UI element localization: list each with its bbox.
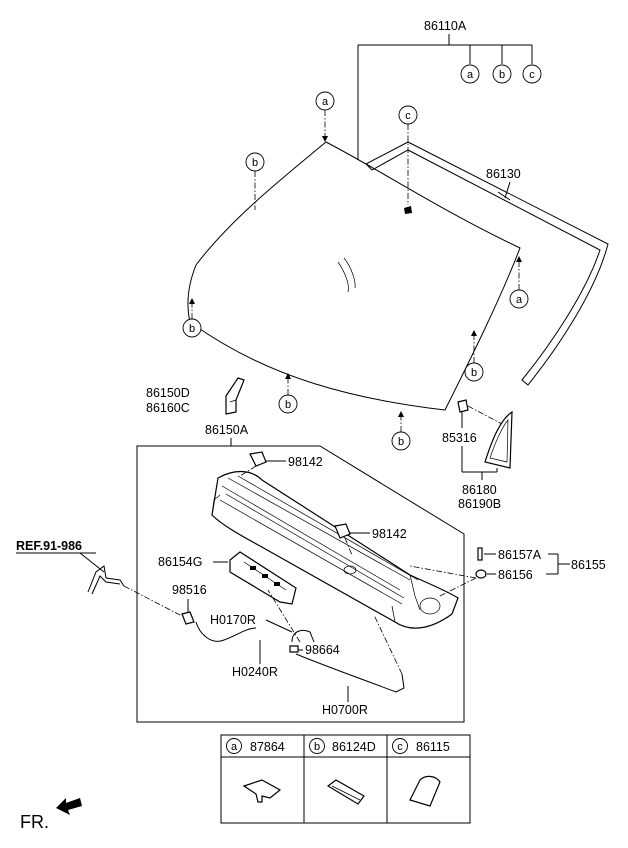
cover-fastener-group: 86157A 86156 86155 (409, 547, 606, 597)
callout-b-windshield-right: b (464, 330, 484, 382)
label-retainer: 86156 (498, 568, 533, 582)
svg-text:c: c (397, 741, 403, 753)
label-fastener: 85316 (442, 431, 477, 445)
callout-b-windshield-bottom-right: b (391, 411, 411, 451)
label-windshield-assy: 86110A (424, 19, 467, 33)
label-quarter-glass-1: 86180 (462, 483, 497, 497)
washer-hoses: H0170R 98664 H0240R H0700R (195, 589, 405, 717)
label-hose-b: H0240R (232, 665, 278, 679)
cowl-assy-frame (136, 438, 465, 723)
assembly-bracket: 86110A a b c (357, 19, 542, 160)
washer-nozzle: 98516 (172, 583, 207, 625)
label-cover-assy: 86155 (571, 558, 606, 572)
svg-text:a: a (322, 96, 329, 108)
label-cowl-assy: 86150A (205, 423, 249, 437)
front-direction-indicator: FR. (20, 798, 82, 832)
windshield-glass (187, 141, 521, 411)
windshield-molding: 86130 (365, 141, 609, 386)
label-nozzle: 98516 (172, 583, 207, 597)
callout-a-top: a (460, 64, 480, 84)
svg-text:b: b (314, 741, 320, 753)
clip-mid: 98142 (334, 523, 407, 556)
svg-text:a: a (516, 294, 523, 306)
legend-c: c 86115 (392, 738, 450, 807)
callout-a-windshield-top: a (315, 91, 335, 142)
svg-text:b: b (189, 323, 195, 335)
svg-text:a: a (467, 69, 474, 81)
callout-b-windshield-bottom: b (278, 373, 298, 414)
legend-table: a 87864 b 86124D c 86115 (220, 734, 471, 824)
quarter-glass-group: 85316 86180 86190B (442, 399, 513, 511)
svg-text:c: c (405, 110, 411, 122)
svg-text:b: b (471, 367, 477, 379)
svg-text:b: b (252, 157, 258, 169)
cowl-side-bracket: 86150D 86160C (146, 377, 245, 415)
legend-a: a 87864 (226, 738, 285, 803)
callout-b-top: b (492, 64, 512, 84)
callout-b-windshield-left: b (245, 152, 265, 210)
legend-a-part: 87864 (250, 740, 285, 754)
legend-b: b 86124D (309, 738, 376, 805)
cowl-top-panel (211, 470, 459, 629)
label-quarter-glass-2: 86190B (458, 497, 501, 511)
label-cowl-bracket-2: 86160C (146, 401, 190, 415)
label-hose-c: H0700R (322, 703, 368, 717)
label-hose-a: H0170R (210, 613, 256, 627)
label-molding: 86130 (486, 167, 521, 181)
label-clip-mid: 98142 (372, 527, 407, 541)
legend-c-part: 86115 (416, 740, 450, 754)
svg-text:b: b (285, 399, 291, 411)
legend-b-part: 86124D (332, 740, 376, 754)
label-cowl-bracket-1: 86150D (146, 386, 190, 400)
callout-c-top: c (522, 64, 542, 84)
callout-b-windshield-lower-left: b (182, 298, 202, 338)
callout-a-windshield-right: a (509, 256, 529, 309)
svg-text:b: b (499, 69, 505, 81)
label-clip-upper: 98142 (288, 455, 323, 469)
clip-upper: 98142 (239, 451, 323, 477)
callout-c-windshield: c (398, 105, 418, 214)
front-arrow-icon (56, 798, 82, 815)
label-cap-screw: 86157A (498, 548, 542, 562)
label-connector: 98664 (305, 643, 340, 657)
svg-text:b: b (398, 436, 404, 448)
cowl-seal: 86154G (158, 551, 297, 605)
svg-text:c: c (529, 69, 535, 81)
label-cowl-seal: 86154G (158, 555, 202, 569)
svg-text:a: a (231, 741, 238, 753)
front-label: FR. (20, 812, 49, 832)
reference-pipe: REF.91-986 (16, 539, 183, 617)
label-reference: REF.91-986 (16, 539, 82, 553)
